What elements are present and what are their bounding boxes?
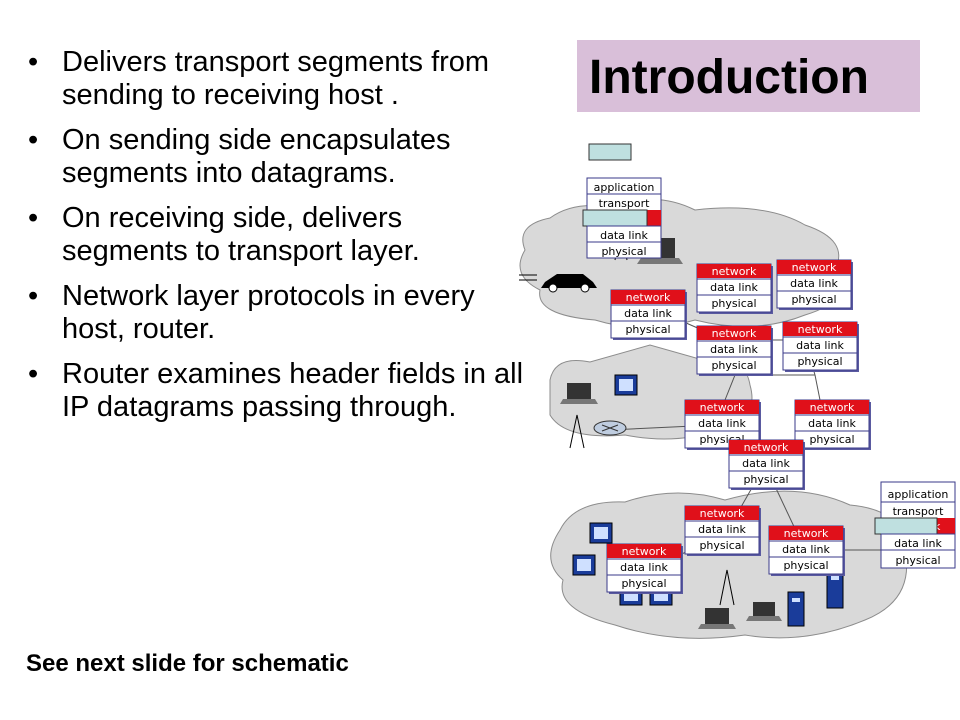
network-layer-band <box>769 526 843 540</box>
bullet-item: • Network layer protocols in every host, … <box>26 280 531 346</box>
layer-label: data link <box>624 307 672 320</box>
bullet-list: • Delivers transport segments from sendin… <box>26 46 531 436</box>
sending-host-stack: application transport network data link … <box>582 143 662 259</box>
bullet-item: • Router examines header fields in all IP… <box>26 358 531 424</box>
layer-label: data link <box>698 523 746 536</box>
layer-label: network <box>798 323 843 336</box>
layer-label: data link <box>808 417 856 430</box>
devices <box>519 229 844 629</box>
layer-label: physical <box>743 473 788 486</box>
layer-label: application <box>888 488 949 501</box>
network-diagram: application transport network data link … <box>519 143 956 639</box>
layer-label: network <box>810 401 855 414</box>
layer-label: physical <box>625 323 670 336</box>
layer-label: network <box>792 261 837 274</box>
layer-label: data link <box>710 343 758 356</box>
layer-label: data link <box>796 339 844 352</box>
layer-label: physical <box>809 433 854 446</box>
router-stack: network data link physical <box>696 263 773 314</box>
antenna-icon <box>569 414 585 449</box>
layer-label: physical <box>783 559 828 572</box>
network-layer-band <box>795 400 869 414</box>
layer-label: data link <box>710 281 758 294</box>
layer-label: application <box>594 181 655 194</box>
laptop-icon <box>746 602 782 621</box>
layer-label: data link <box>600 229 648 242</box>
network-layer-band <box>697 326 771 340</box>
layer-label: physical <box>699 539 744 552</box>
layer-label: network <box>622 545 667 558</box>
router-icon <box>593 420 627 436</box>
bullet-dot: • <box>28 124 39 156</box>
layer-label: data link <box>742 457 790 470</box>
network-layer-band <box>783 322 857 336</box>
layer-label: physical <box>601 245 646 258</box>
laptop-icon <box>560 383 598 404</box>
network-layer-band <box>685 506 759 520</box>
desktop-icon <box>572 554 596 576</box>
desktop-icon <box>589 522 613 544</box>
layer-label: physical <box>711 359 756 372</box>
network-layer-band <box>611 290 685 304</box>
network-layer-band <box>777 260 851 274</box>
layer-label: data link <box>620 561 668 574</box>
layer-label: network <box>784 527 829 540</box>
router-stack: network data link physical <box>728 439 805 490</box>
layer-label: transport <box>599 197 651 210</box>
network-layer-band <box>729 440 803 454</box>
network-layer-band <box>685 400 759 414</box>
receiving-host-stack: application transport network data link … <box>874 481 956 569</box>
router-stack: network data link physical <box>610 289 687 340</box>
bullet-text: On receiving side, delivers segments to … <box>62 202 420 267</box>
bullet-dot: • <box>28 202 39 234</box>
server-icon <box>787 591 805 627</box>
layer-label: network <box>744 441 789 454</box>
footnote: See next slide for schematic <box>26 650 349 677</box>
bullet-dot: • <box>28 358 39 390</box>
router-stacks: network data link physical network data link… <box>606 259 871 594</box>
layer-label: physical <box>621 577 666 590</box>
network-layer-band <box>607 544 681 558</box>
layer-label: network <box>712 327 757 340</box>
bullet-item: • Delivers transport segments from sendin… <box>26 46 531 112</box>
bullet-dot: • <box>28 280 39 312</box>
bullet-text: Network layer protocols in every host, r… <box>62 280 475 345</box>
bullet-dot: • <box>28 46 39 78</box>
bullet-item: • On sending side encapsulates segments i… <box>26 124 531 190</box>
bullet-text: Router examines header fields in all IP … <box>62 358 524 423</box>
router-stack: network data link physical <box>782 321 859 372</box>
layer-label: data link <box>782 543 830 556</box>
router-stack: network data link physical <box>768 525 845 576</box>
layer-label: data link <box>698 417 746 430</box>
layer-label: data link <box>894 537 942 550</box>
router-stack: network data link physical <box>696 325 773 376</box>
network-layer-band <box>697 264 771 278</box>
layer-label: network <box>626 291 671 304</box>
router-stack: network data link physical <box>684 505 761 556</box>
layer-label: transport <box>893 505 945 518</box>
bullet-text: Delivers transport segments from sending… <box>62 46 490 111</box>
layer-label: physical <box>895 554 940 567</box>
router-stack: network data link physical <box>794 399 871 450</box>
bullet-item: • On receiving side, delivers segments to… <box>26 202 531 268</box>
layer-label: physical <box>797 355 842 368</box>
layer-label: network <box>700 401 745 414</box>
desktop-icon <box>614 374 638 396</box>
layer-label: network <box>712 265 757 278</box>
router-stack: network data link physical <box>606 543 683 594</box>
car-icon <box>519 274 597 293</box>
layer-label: physical <box>791 293 836 306</box>
layer-label: network <box>700 507 745 520</box>
laptop-icon <box>698 608 736 629</box>
antenna-icon <box>719 569 735 606</box>
layer-label: data link <box>790 277 838 290</box>
layer-label: physical <box>711 297 756 310</box>
title-box: Introduction <box>577 40 920 112</box>
slide-title: Introduction <box>589 51 869 104</box>
router-stack: network data link physical <box>776 259 853 310</box>
bullet-text: On sending side encapsulates segments in… <box>62 124 451 189</box>
